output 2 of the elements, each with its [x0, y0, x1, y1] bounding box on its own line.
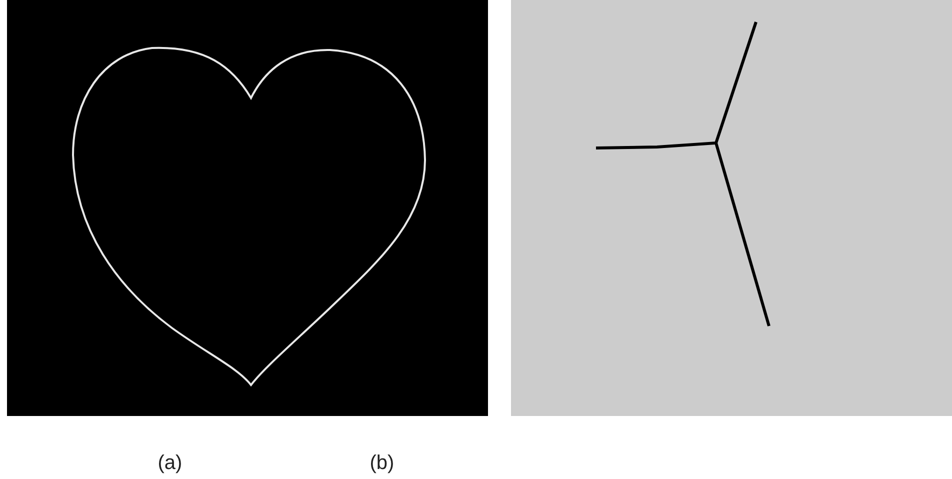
panel-caption: (a)	[158, 452, 182, 475]
panel-caption: (b)	[370, 452, 394, 475]
